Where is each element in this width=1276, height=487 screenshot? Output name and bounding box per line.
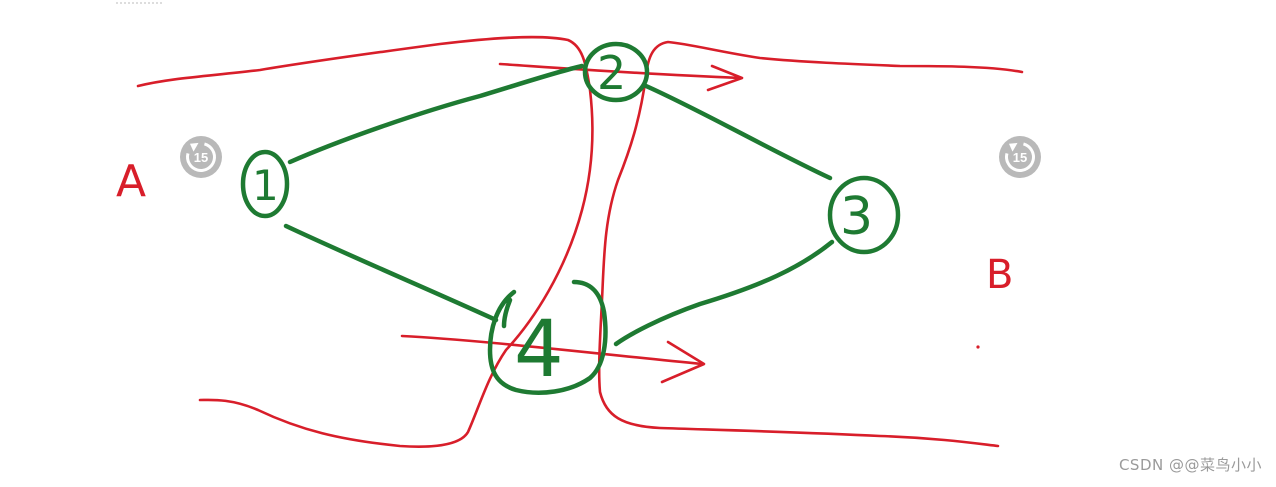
edge-1-4: [283, 223, 499, 323]
region-label-a: A: [116, 156, 146, 207]
left-bank-line: [136, 35, 594, 448]
flow-arrow-top-shaft: [498, 62, 742, 80]
rewind-15-label: 15: [193, 149, 209, 165]
flow-arrow-bottom-head: [660, 340, 706, 384]
right-bank-line: [597, 40, 1024, 448]
stray-red-dot: [976, 345, 980, 349]
flow-arrow-bottom-shaft: [400, 334, 704, 366]
node-1-circle: [240, 149, 290, 219]
region-label-b: B: [986, 252, 1013, 298]
edge-1-2: [287, 63, 585, 165]
node-1-label: 1: [252, 161, 279, 210]
node-2-circle: [582, 41, 650, 103]
node-4-circle: [487, 279, 608, 395]
edge-3-4: [613, 239, 835, 347]
graph-edges: [283, 63, 835, 347]
node-3-label: 3: [840, 187, 873, 247]
csdn-watermark: CSDN @@菜鸟小小: [1118, 456, 1262, 474]
node-3-circle: [827, 175, 901, 255]
forward-15-label: 15: [1012, 149, 1028, 165]
forward-15-button[interactable]: 15: [999, 136, 1041, 178]
graph-nodes: [240, 41, 901, 395]
edge-2-3: [643, 83, 833, 181]
node-2-label: 2: [597, 46, 626, 100]
node-4-label: 4: [514, 305, 564, 395]
flow-arrow-top-head: [706, 64, 744, 92]
boundary-lines: [136, 35, 1024, 448]
rewind-15-button[interactable]: 15: [180, 136, 222, 178]
